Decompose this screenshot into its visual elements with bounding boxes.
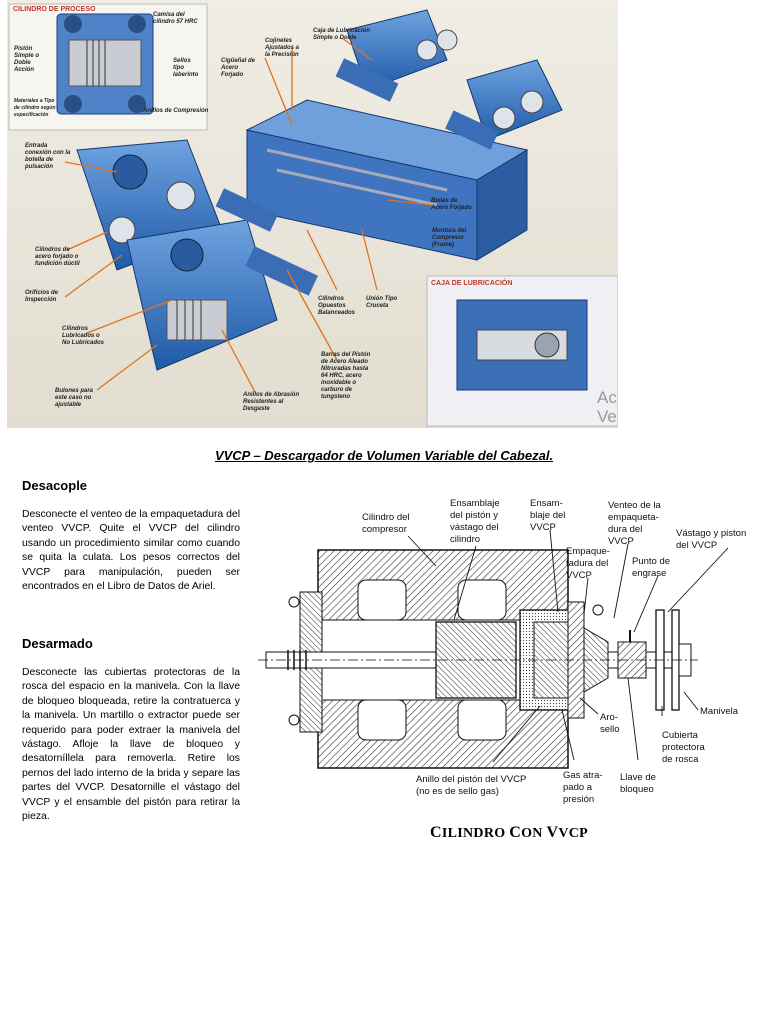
callout-label: Cilindros Lubricados o No Lubricados (62, 326, 105, 346)
callout-label: Entrada conexión con la botella de pulsa… (25, 143, 71, 170)
label-anillo-piston: Anillo del pistón del VVCP(no es de sell… (416, 774, 526, 797)
callout-label: Materiales a Tipo de cilindro según espe… (14, 98, 56, 118)
label-manivela: Manivela (700, 706, 739, 717)
callout-label: Cilindros Opuestos Balanceados (318, 296, 356, 316)
label-arosello: Aro-sello (600, 712, 620, 735)
callout-label: Unión Tipo Cruceta (366, 296, 398, 309)
callout-label: Pistón Simple o Doble Acción (14, 46, 40, 73)
callout-label: Sellos tipo laberinto (173, 58, 199, 78)
section-text-desarmado: Desconecte las cubiertas protectoras de … (22, 667, 240, 823)
callout-label: Orificios de Inspección (25, 290, 59, 303)
process-inset-title: CILINDRO DE PROCESO (13, 6, 96, 13)
diagram-title: CILINDRO CON VVCP (430, 824, 589, 841)
callout-label: Anillos de Abrasión Resistentes al Desga… (243, 392, 300, 412)
callout-label: Montura del Compresor (Frame) (432, 228, 466, 248)
watermark-text: Ac Ve (597, 388, 617, 426)
lubrication-inset-title: CAJA DE LUBRICACIÓN (431, 280, 513, 287)
callout-label: Cojinetes Ajustados a la Precisión (265, 38, 300, 58)
compressor-illustration: CILINDRO DE PROCESO CAJA DE LUBRICACIÓN … (7, 0, 618, 428)
section-heading-desacople: Desacople (22, 478, 88, 493)
callout-label: Barras del Pistón de Acero Aleado Nitrur… (321, 352, 371, 400)
figure-caption: VVCP – Descargador de Volumen Variable d… (214, 448, 554, 463)
callout-label: Cigüeñal de Acero Forjado (221, 58, 256, 78)
section-heading-desarmado: Desarmado (22, 636, 93, 651)
callout-label: Bielas de Acero Forjado (431, 198, 472, 211)
callout-label: Caja de Lubricación Simple o Doble (313, 28, 371, 41)
callout-label: Anillos de Compresión (143, 108, 209, 114)
callout-label: Bulones para este caso no ajustable (55, 388, 94, 408)
section-text-desacople: Desconecte el venteo de la empaquetadura… (22, 509, 240, 593)
compressor-drawing (7, 0, 618, 428)
callout-label: Camisa del cilindro 57 HRC (153, 12, 198, 25)
callout-label: Cilindros de acero forjado o fundición d… (35, 247, 80, 267)
